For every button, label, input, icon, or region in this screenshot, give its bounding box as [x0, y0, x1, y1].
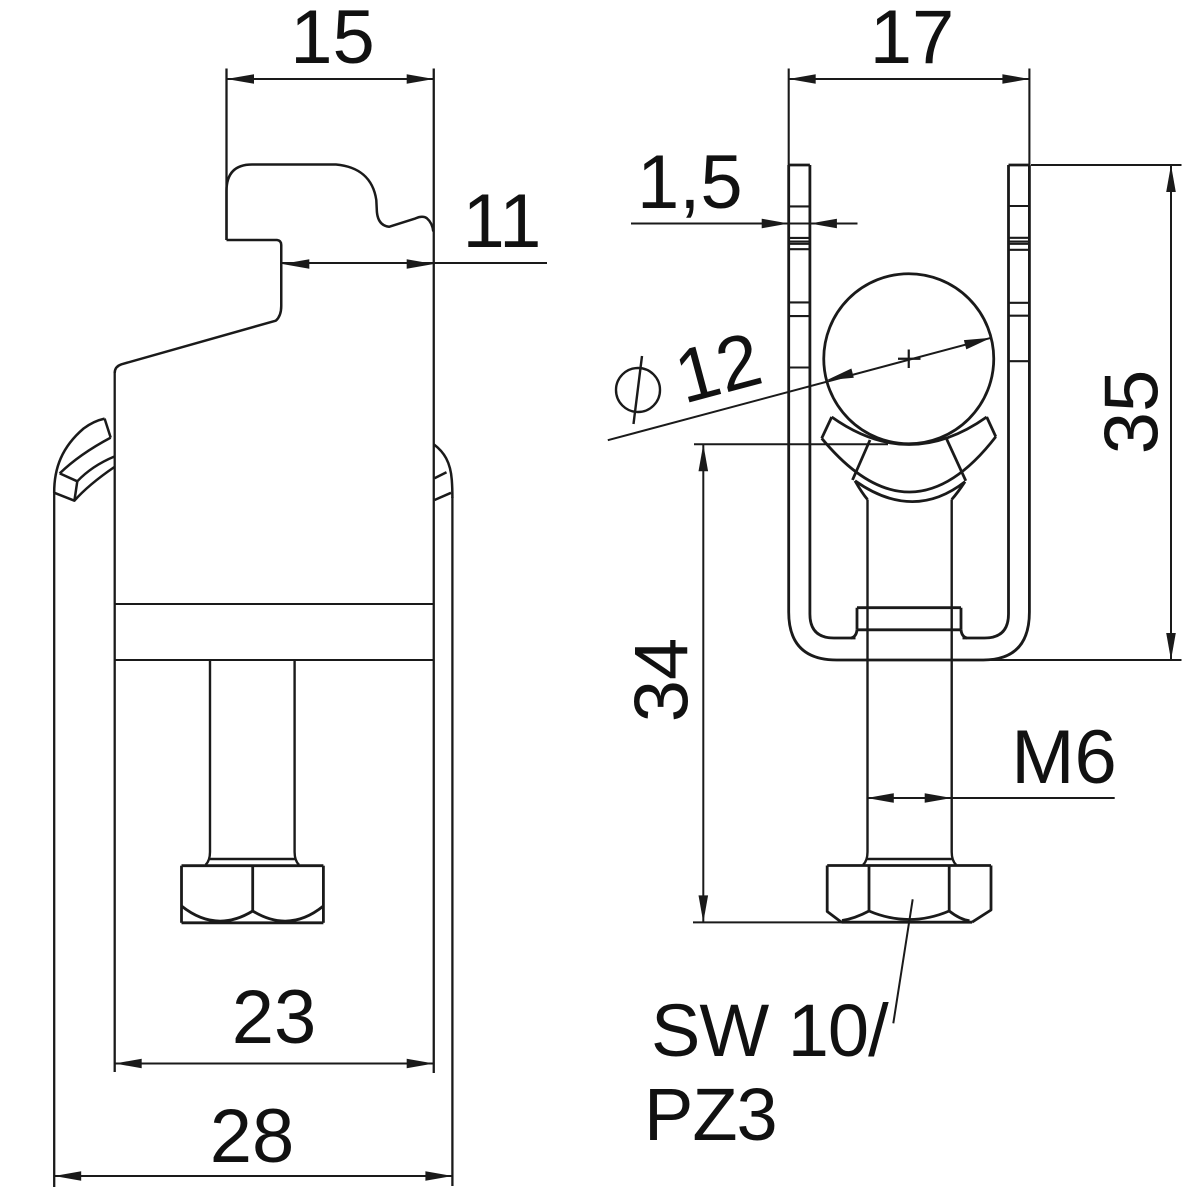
svg-text:34: 34: [620, 638, 705, 723]
svg-text:35: 35: [1090, 370, 1175, 455]
svg-text:SW 10/: SW 10/: [651, 989, 889, 1072]
svg-text:23: 23: [232, 975, 317, 1060]
svg-text:17: 17: [870, 0, 955, 80]
svg-text:PZ3: PZ3: [644, 1073, 777, 1156]
svg-text:M6: M6: [1011, 715, 1117, 800]
svg-text:1,5: 1,5: [637, 140, 743, 225]
svg-text:28: 28: [210, 1094, 295, 1179]
svg-text:15: 15: [290, 0, 375, 80]
svg-text:11: 11: [463, 179, 542, 264]
